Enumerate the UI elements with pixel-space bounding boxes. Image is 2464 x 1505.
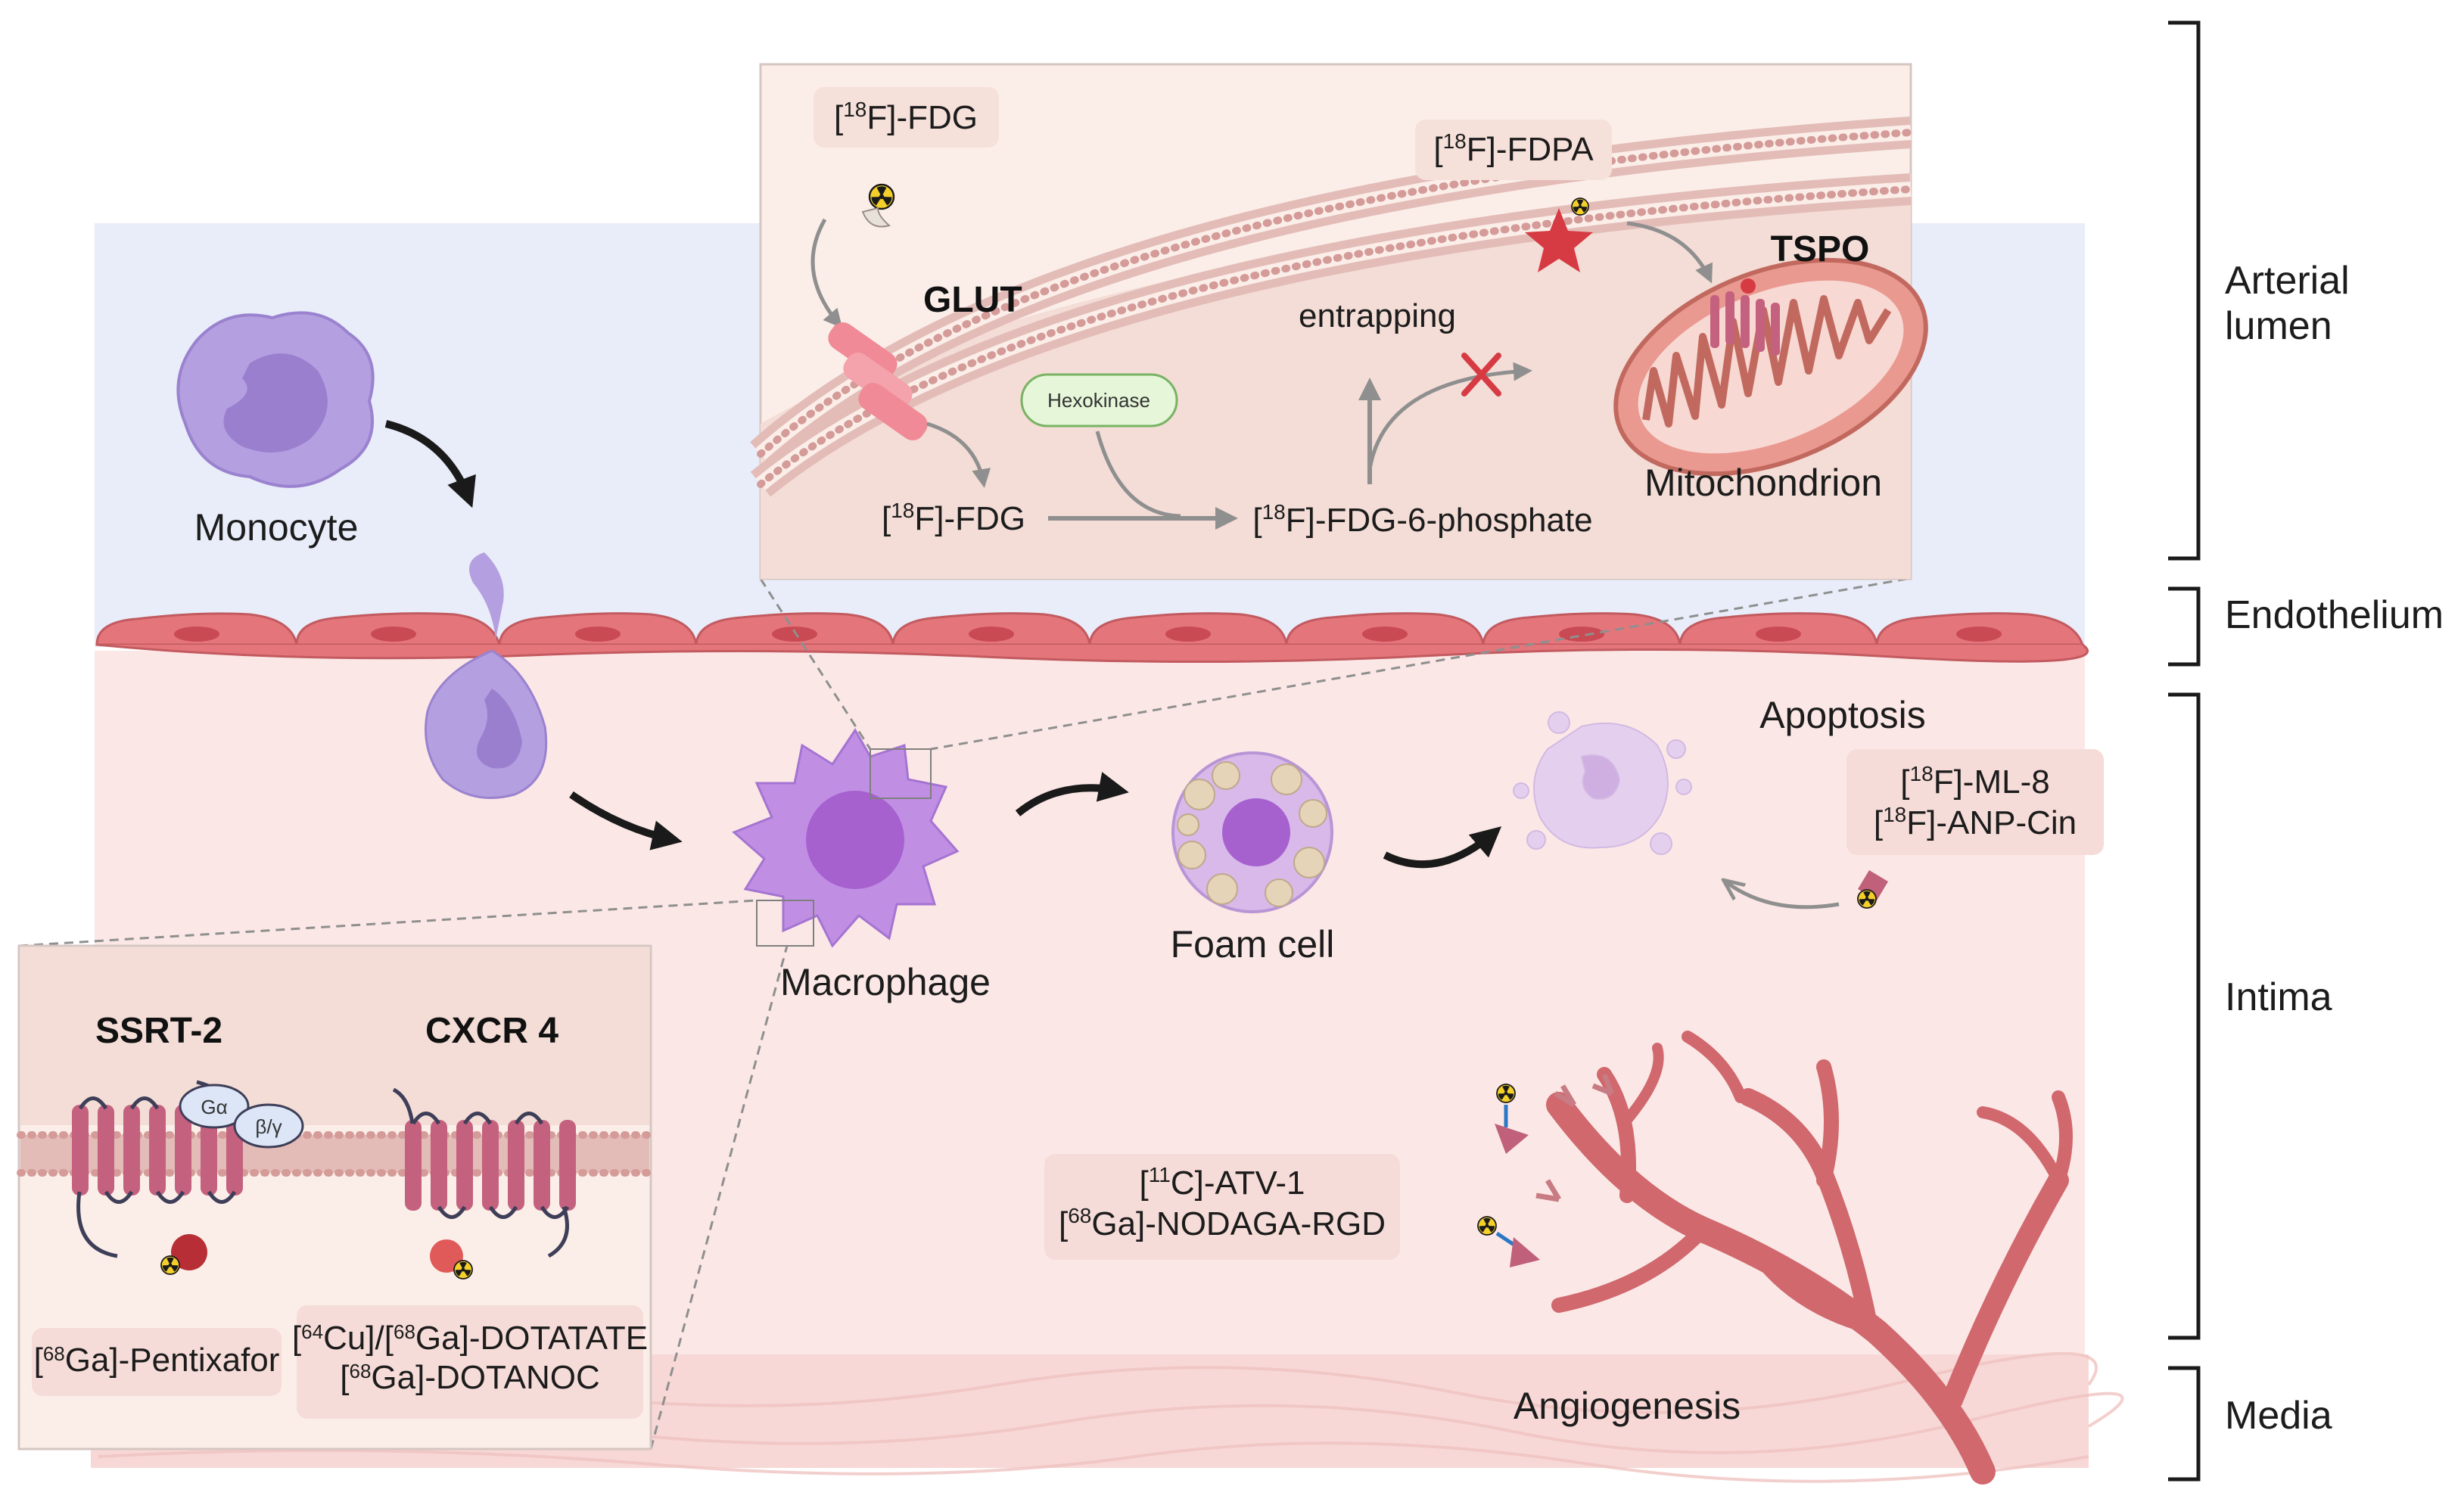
fdg-top-box [814,87,999,148]
foam-cell-label: Foam cell [1171,923,1335,966]
apoptosis-label: Apoptosis [1759,694,1926,736]
apoptotic-cell [1513,711,1692,855]
angiogenesis-tracer-box [1044,1154,1400,1260]
transmigration-arrow [569,791,683,850]
endothelium-layer [95,612,2089,664]
angiogenesis-vessel [1546,1031,2073,1485]
apoptosis-probe-arrow [1725,882,1840,910]
svg-text:Gα: Gα [201,1096,227,1118]
apoptosis-tracer-box [1846,749,2104,855]
hexokinase-arrow [1095,431,1181,518]
hexokinase-badge [1020,373,1178,428]
cxcr4-label: CXCR 4 [425,1011,558,1051]
pentixafor-box [32,1328,282,1396]
angiogenesis-probe-1 [1495,1084,1529,1154]
integrin-receptors [1535,1073,1615,1202]
ssrt2-label: SSRT-2 [95,1011,222,1051]
fdpa-box [1415,120,1612,180]
angiogenesis-label: Angiogenesis [1514,1385,1741,1427]
fdpa-binding-arrow [1626,221,1713,284]
fdg-inset-panel [750,63,1915,580]
angiogenesis-probe-2 [1477,1216,1540,1267]
cxcr4-ligand [430,1239,473,1280]
tracer-ml8: [18F]-ML-8 [1900,762,2049,801]
tspo-receptor [1710,278,1780,356]
tracer-nodaga-rgd: [68Ga]-NODAGA-RGD [1059,1204,1386,1242]
foam-to-apoptosis-arrow [1383,826,1502,869]
macrophage-cell [732,728,960,948]
fdg-inside-label: [18F]-FDG [882,499,1025,537]
transmigrating-monocyte [425,552,548,799]
macrophage-zoom-box-bottom [756,900,814,947]
fdpa-label: [18F]-FDPA [1433,129,1594,168]
hexokinase-label: Hexokinase [1047,389,1150,412]
tracer-atv1: [11C]-ATV-1 [1140,1163,1305,1202]
fdg6p-label: [18F]-FDG-6-phosphate [1252,500,1592,539]
tspo-label: TSPO [1771,229,1870,269]
region-endothelium: Endothelium [2225,593,2444,637]
dotatate-box [297,1305,643,1419]
cxcr4-receptor [392,1087,576,1258]
bracket-icon [2168,20,2201,1482]
dotatate-label: [64Cu]/[68Ga]-DOTATATE [292,1320,648,1357]
g-protein: Gα β/γ [179,1084,304,1149]
monocyte-arrow [384,420,476,508]
dotanoc-label: [68Ga]-DOTANOC [340,1359,599,1396]
mitochondrion [1613,257,1928,477]
star-icon [1525,197,1593,272]
monocyte-label: Monocyte [194,506,359,549]
macrophage-label: Macrophage [780,961,991,1003]
apoptosis-probe [1857,870,1888,909]
macrophage-zoom-box-top [870,748,932,799]
fdg-uptake-arrow [810,218,843,328]
blocked-efflux-arrow [1367,362,1532,470]
glut-label: GLUT [923,280,1022,320]
foam-cell [1171,751,1333,913]
region-media: Media [2225,1394,2332,1438]
macrophage-to-foam-arrow [1015,772,1129,816]
svg-text:β/γ: β/γ [255,1115,282,1138]
region-intima: Intima [2225,975,2332,1019]
fdg-top-label: [18F]-FDG [834,98,978,136]
ssrt2-ligand [160,1234,207,1275]
tracer-anp-cin: [18F]-ANP-Cin [1874,803,2077,841]
monocyte-cell [176,311,375,488]
fdg-molecule [861,183,895,228]
pentixafor-label: [68Ga]-Pentixafor [34,1342,280,1379]
glut-exit-arrow [926,421,991,488]
mitochondrion-label: Mitochondrion [1644,462,1882,504]
zoom-lines [18,577,1908,1450]
cross-icon [1461,353,1501,396]
entrapping-label: entrapping [1299,297,1456,334]
glut-transporter [828,322,928,440]
